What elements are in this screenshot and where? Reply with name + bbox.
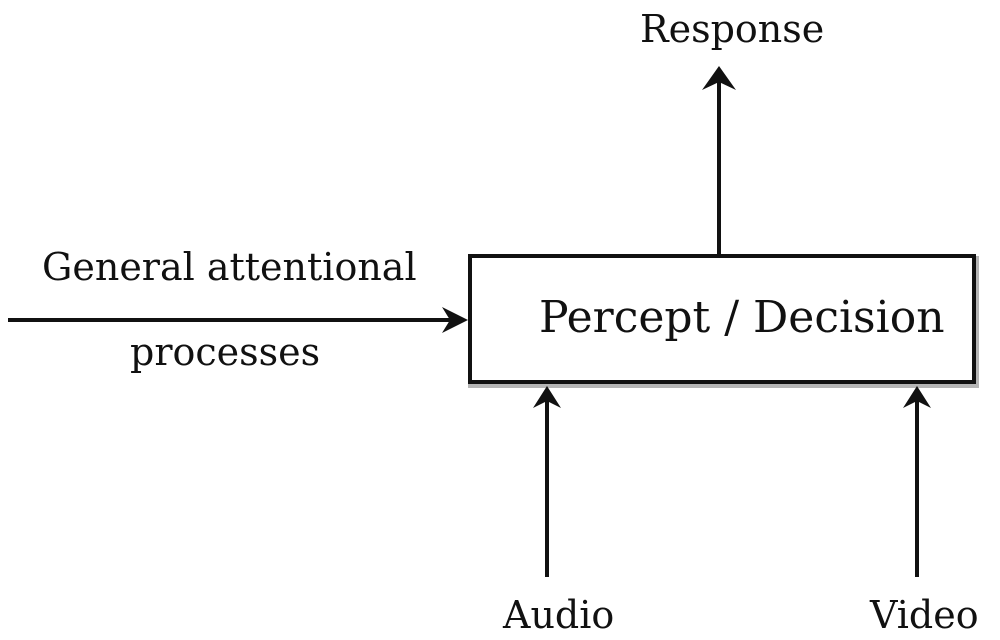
attention-arrow: [8, 307, 468, 333]
percept-decision-box: [468, 254, 979, 388]
video-label: Video: [870, 593, 979, 637]
response-arrow: [702, 66, 736, 256]
audio-arrow: [533, 386, 561, 577]
processes-label: processes: [130, 330, 321, 374]
percept-decision-label: Percept / Decision: [539, 292, 945, 343]
video-arrow: [903, 386, 931, 577]
response-label: Response: [640, 7, 825, 51]
general-attentional-label: General attentional: [42, 245, 417, 289]
audio-label: Audio: [503, 593, 615, 637]
